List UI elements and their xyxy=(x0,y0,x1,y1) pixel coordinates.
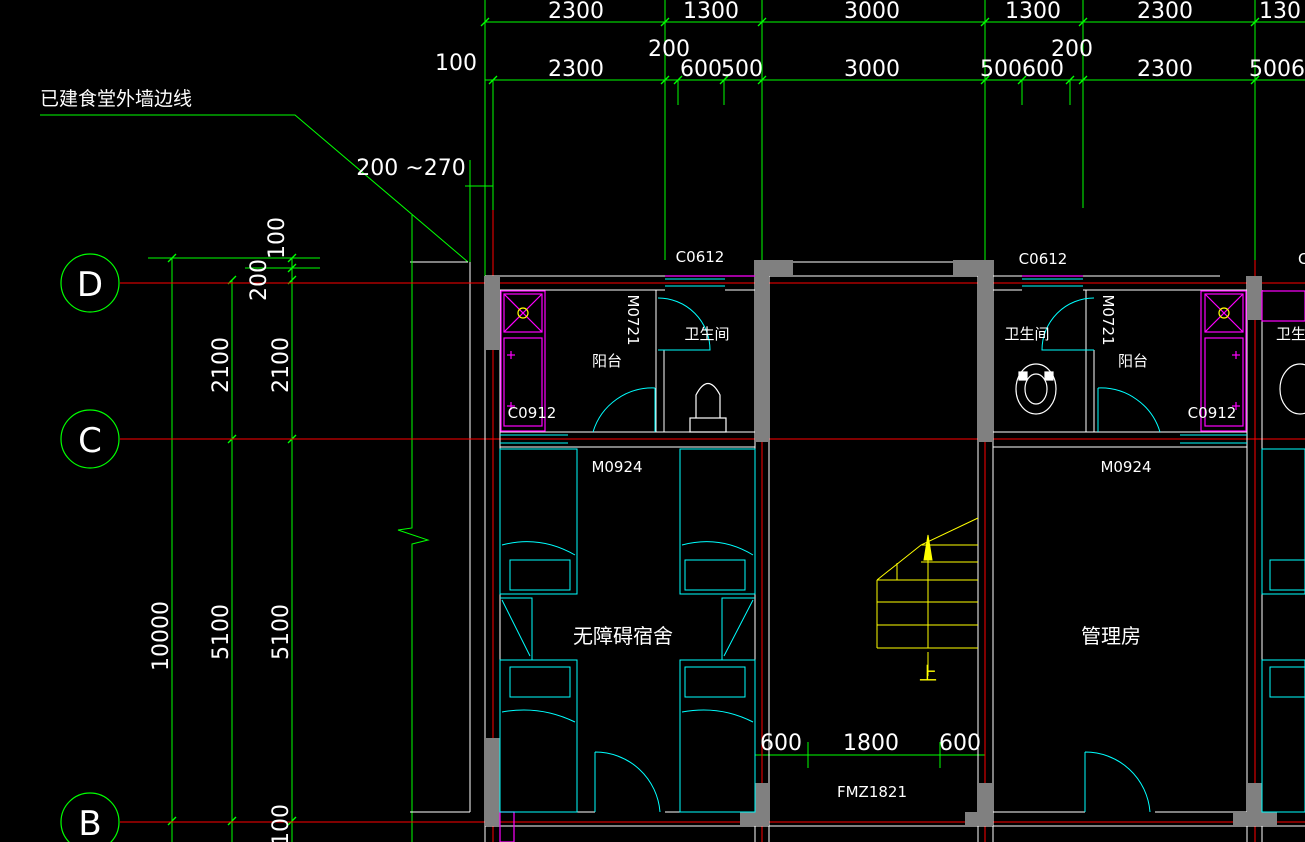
axis-lines xyxy=(120,210,1305,842)
room-management: 管理房 xyxy=(1081,624,1141,648)
dim-left-100-bottom: 100 xyxy=(269,804,294,842)
dim-left-10000: 10000 xyxy=(149,601,174,671)
dim-200-left: 200 xyxy=(648,37,690,62)
dim-top-1: 2300 xyxy=(548,0,604,24)
dim-left-5100-b: 5100 xyxy=(269,604,294,660)
room-balcony-left: 阳台 xyxy=(592,352,622,370)
dim-row2-2: 600 xyxy=(680,57,722,82)
window-c0912-left: C0912 xyxy=(508,404,557,422)
dim-left-2100-b: 2100 xyxy=(269,337,294,393)
window-c0912-right: C0912 xyxy=(1188,404,1237,422)
dim-top-3: 3000 xyxy=(844,0,900,24)
dimension-text: 2300 1300 3000 1300 2300 130 2300 600 50… xyxy=(149,0,1305,842)
svg-text:C: C xyxy=(78,421,102,461)
stair xyxy=(876,517,979,676)
door-m0924-right: M0924 xyxy=(1100,458,1151,476)
dim-row2-5: 500 xyxy=(980,57,1022,82)
dim-stair-600-left: 600 xyxy=(760,731,802,756)
door-m0721-left: M0721 xyxy=(624,294,642,345)
axis-bubble-d: D xyxy=(60,253,120,313)
dim-row2-4: 3000 xyxy=(844,57,900,82)
toilet-fixtures xyxy=(689,363,1305,433)
dim-left-2100-a: 2100 xyxy=(209,337,234,393)
room-bathroom-left: 卫生间 xyxy=(684,325,729,343)
dim-left-200: 200 xyxy=(247,259,272,301)
dim-top-4: 1300 xyxy=(1005,0,1061,24)
dim-stair-600-right: 600 xyxy=(939,731,981,756)
note-existing-wall: 已建食堂外墙边线 xyxy=(40,88,192,110)
axis-bubble-c: C xyxy=(60,409,120,469)
svg-text:D: D xyxy=(77,265,103,305)
window-c0612-left: C0612 xyxy=(676,248,725,266)
dim-row2-8: 5006 xyxy=(1249,57,1305,82)
dim-top-6: 130 xyxy=(1259,0,1301,24)
door-fmz1821: FMZ1821 xyxy=(837,783,907,801)
dim-wall-offset: 200 ~270 xyxy=(356,156,465,181)
room-bathroom-edge: 卫生 xyxy=(1276,325,1305,343)
dim-left-100-top: 100 xyxy=(265,217,290,259)
dim-top-2: 1300 xyxy=(683,0,739,24)
window-c0612-right: C0612 xyxy=(1019,250,1068,268)
dim-100-left: 100 xyxy=(435,51,477,76)
dim-left-5100-a: 5100 xyxy=(209,604,234,660)
annotation-text: 已建食堂外墙边线 C0612 C0612 C C0912 C0912 M0721… xyxy=(40,88,1305,801)
svg-text:B: B xyxy=(78,804,101,842)
stair-up-label: 上 xyxy=(919,664,937,685)
axis-bubbles: D C B xyxy=(60,253,120,842)
window-c-edge: C xyxy=(1298,250,1305,268)
dim-stair-1800: 1800 xyxy=(843,731,899,756)
dim-row2-3: 500 xyxy=(721,57,763,82)
dim-top-5: 2300 xyxy=(1137,0,1193,24)
room-balcony-right: 阳台 xyxy=(1118,352,1148,370)
axis-bubble-b: B xyxy=(60,792,120,842)
dim-row2-7: 2300 xyxy=(1137,57,1193,82)
dim-row2-1: 2300 xyxy=(548,57,604,82)
room-bathroom-right: 卫生间 xyxy=(1004,325,1049,343)
columns xyxy=(485,260,1277,826)
door-m0924-left: M0924 xyxy=(591,458,642,476)
doors-windows xyxy=(499,278,1305,813)
room-dorm-accessible: 无障碍宿舍 xyxy=(573,624,673,648)
door-m0721-right: M0721 xyxy=(1099,294,1117,345)
dim-row2-6: 600 xyxy=(1022,57,1064,82)
dim-200-right: 200 xyxy=(1051,37,1093,62)
dimension-lines xyxy=(40,0,1305,842)
